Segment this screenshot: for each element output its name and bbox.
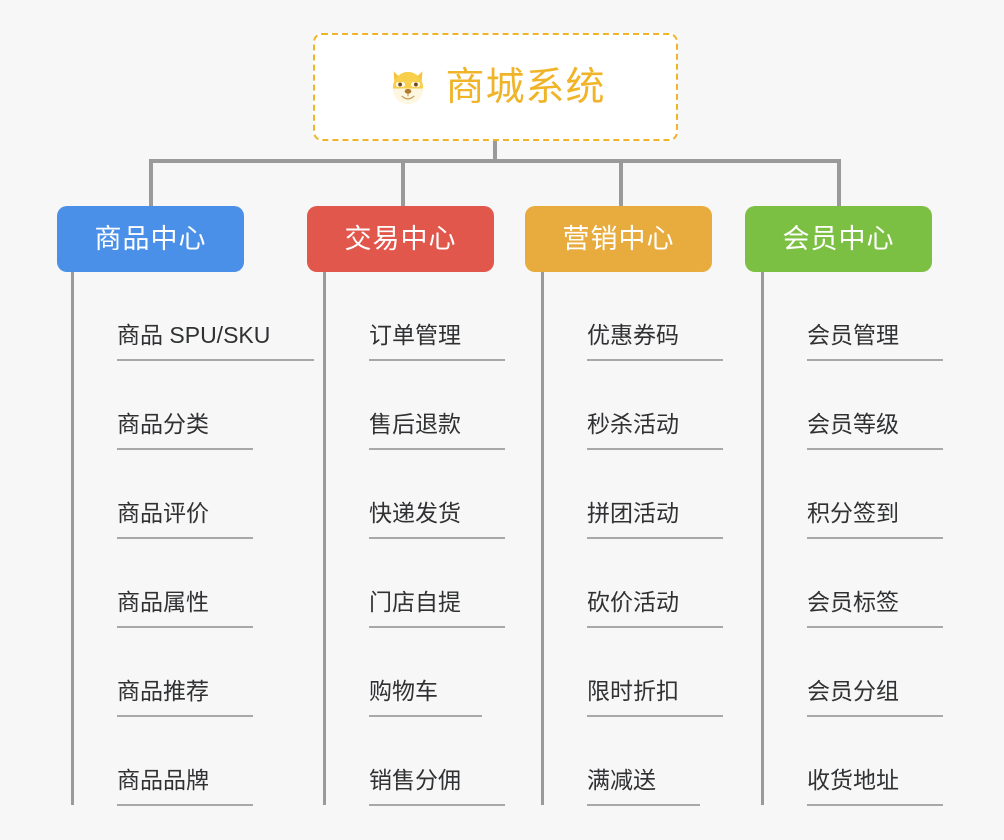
- list-item-label: 秒杀活动: [587, 413, 723, 450]
- list-item-label: 会员分组: [807, 680, 943, 717]
- column-header-product-center[interactable]: 商品中心: [57, 206, 244, 272]
- list-item[interactable]: 秒杀活动: [541, 361, 723, 450]
- connector-drop-2: [401, 159, 405, 208]
- list-item-label: 优惠券码: [587, 324, 723, 361]
- connector-drop-1: [149, 159, 153, 208]
- column-list-product-center: 商品 SPU/SKU 商品分类 商品评价 商品属性 商品推荐 商品品牌: [71, 272, 315, 806]
- column-header-label: 商品中心: [94, 223, 207, 254]
- list-item[interactable]: 商品 SPU/SKU: [71, 272, 315, 361]
- list-item-label: 砍价活动: [587, 591, 723, 628]
- list-item[interactable]: 销售分佣: [323, 717, 505, 806]
- column-rail: [323, 272, 326, 805]
- list-item[interactable]: 订单管理: [323, 272, 505, 361]
- list-item[interactable]: 满减送: [541, 717, 723, 806]
- list-item-label: 商品分类: [117, 413, 253, 450]
- list-item[interactable]: 会员标签: [761, 539, 943, 628]
- list-item-label: 商品属性: [117, 591, 253, 628]
- list-item[interactable]: 商品品牌: [71, 717, 314, 806]
- list-item-label: 订单管理: [369, 324, 505, 361]
- column-rail: [541, 272, 544, 805]
- list-item[interactable]: 门店自提: [323, 539, 505, 628]
- list-item-label: 售后退款: [369, 413, 505, 450]
- list-item-label: 会员管理: [807, 324, 943, 361]
- list-item-label: 购物车: [369, 680, 482, 717]
- column-rail: [71, 272, 74, 805]
- list-item[interactable]: 商品评价: [71, 450, 314, 539]
- list-item[interactable]: 限时折扣: [541, 628, 723, 717]
- column-list-trade-center: 订单管理 售后退款 快递发货 门店自提 购物车 销售分佣: [323, 272, 505, 806]
- list-item-label: 满减送: [587, 769, 700, 806]
- column-list-member-center: 会员管理 会员等级 积分签到 会员标签 会员分组 收货地址: [761, 272, 943, 806]
- list-item[interactable]: 积分签到: [761, 450, 943, 539]
- list-item[interactable]: 会员分组: [761, 628, 943, 717]
- list-item[interactable]: 会员等级: [761, 361, 943, 450]
- list-item[interactable]: 优惠券码: [541, 272, 723, 361]
- column-header-label: 会员中心: [782, 223, 895, 254]
- column-list-marketing-center: 优惠券码 秒杀活动 拼团活动 砍价活动 限时折扣 满减送: [541, 272, 723, 806]
- column-header-member-center[interactable]: 会员中心: [745, 206, 932, 272]
- list-item[interactable]: 砍价活动: [541, 539, 723, 628]
- list-item-label: 收货地址: [807, 769, 943, 806]
- column-rail: [761, 272, 764, 805]
- list-item[interactable]: 商品推荐: [71, 628, 314, 717]
- list-item[interactable]: 收货地址: [761, 717, 943, 806]
- list-item-label: 快递发货: [369, 502, 505, 539]
- list-item[interactable]: 商品属性: [71, 539, 314, 628]
- connector-root-stem: [493, 141, 497, 162]
- list-item[interactable]: 购物车: [323, 628, 505, 717]
- list-item-label: 商品评价: [117, 502, 253, 539]
- list-item-label: 会员等级: [807, 413, 943, 450]
- root-node-mall-system[interactable]: 商城系统: [313, 33, 678, 141]
- list-item-label: 积分签到: [807, 502, 943, 539]
- column-header-marketing-center[interactable]: 营销中心: [525, 206, 712, 272]
- connector-drop-3: [619, 159, 623, 208]
- list-item-label: 会员标签: [807, 591, 943, 628]
- dog-face-icon: [393, 71, 424, 105]
- list-item-label: 拼团活动: [587, 502, 723, 539]
- list-item-label: 商品品牌: [117, 769, 253, 806]
- list-item[interactable]: 会员管理: [761, 272, 943, 361]
- connector-horizontal-bus: [149, 159, 841, 163]
- list-item-label: 门店自提: [369, 591, 505, 628]
- list-item-label: 销售分佣: [369, 769, 505, 806]
- list-item-label: 商品推荐: [117, 680, 253, 717]
- column-header-trade-center[interactable]: 交易中心: [307, 206, 494, 272]
- root-node-label: 商城系统: [445, 65, 606, 109]
- list-item[interactable]: 快递发货: [323, 450, 505, 539]
- column-header-label: 营销中心: [562, 223, 675, 254]
- column-header-label: 交易中心: [344, 223, 457, 254]
- connector-drop-4: [837, 159, 841, 208]
- list-item[interactable]: 售后退款: [323, 361, 505, 450]
- list-item-label: 限时折扣: [587, 680, 723, 717]
- list-item[interactable]: 拼团活动: [541, 450, 723, 539]
- list-item-label: 商品 SPU/SKU: [117, 324, 315, 361]
- list-item[interactable]: 商品分类: [71, 361, 314, 450]
